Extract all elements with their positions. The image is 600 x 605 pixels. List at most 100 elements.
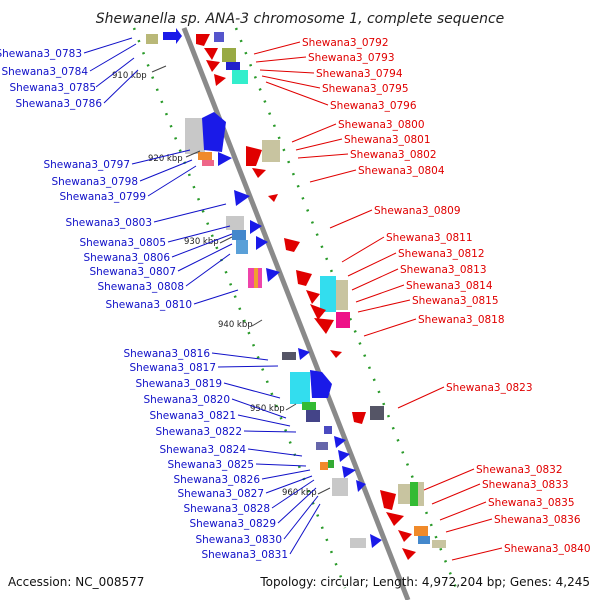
gene-label[interactable]: Shewana3_0809 (374, 205, 461, 217)
gene-0818b[interactable] (330, 350, 342, 358)
gene-label[interactable]: Shewana3_0799 (59, 191, 146, 203)
gene-0821[interactable] (306, 410, 320, 422)
gene-label[interactable]: Shewana3_0825 (167, 459, 254, 471)
gene-0795[interactable] (226, 62, 240, 70)
gene-0809[interactable] (284, 238, 300, 252)
gene-0784[interactable] (163, 28, 182, 44)
gene-0812[interactable] (320, 276, 336, 312)
gene-0825[interactable] (338, 450, 350, 462)
gene-0840[interactable] (402, 548, 416, 560)
gene-0829[interactable] (356, 480, 366, 492)
gene-0816[interactable] (282, 352, 296, 360)
gene-label[interactable]: Shewana3_0795 (322, 83, 409, 95)
gene-label[interactable]: Shewana3_0803 (65, 217, 152, 229)
gene-label[interactable]: Shewana3_0793 (308, 52, 395, 64)
gene-0830[interactable] (350, 538, 366, 548)
gene-0794b[interactable] (206, 60, 220, 72)
gene-0814[interactable] (306, 290, 320, 304)
gene-label[interactable]: Shewana3_0814 (406, 280, 493, 292)
gene-label[interactable]: Shewana3_0829 (189, 518, 276, 530)
gene-label[interactable]: Shewana3_0822 (155, 426, 242, 438)
gene-label[interactable]: Shewana3_0796 (330, 100, 417, 112)
gene-label[interactable]: Shewana3_0836 (494, 514, 581, 526)
gene-0826b[interactable] (328, 460, 334, 468)
gene-label[interactable]: Shewana3_0801 (344, 134, 431, 146)
gene-0824[interactable] (316, 442, 328, 450)
gene-label[interactable]: Shewana3_0818 (418, 314, 505, 326)
gene-label[interactable]: Shewana3_0824 (159, 444, 246, 456)
gene-0822[interactable] (324, 426, 332, 434)
gene-label[interactable]: Shewana3_0805 (79, 237, 166, 249)
gene-0833[interactable] (410, 482, 418, 506)
gene-0836c[interactable] (398, 530, 412, 542)
gene-0799b[interactable] (202, 160, 214, 166)
gene-0835[interactable] (386, 512, 404, 526)
gene-0840b[interactable] (432, 540, 446, 548)
gene-label[interactable]: Shewana3_0820 (143, 394, 230, 406)
gene-0813[interactable] (336, 280, 348, 310)
gene-0819[interactable] (290, 372, 310, 404)
gene-0810[interactable] (266, 268, 280, 282)
gene-0800[interactable] (262, 140, 280, 162)
gene-label[interactable]: Shewana3_0827 (177, 488, 264, 500)
gene-label[interactable]: Shewana3_0833 (482, 479, 569, 491)
gene-label[interactable]: Shewana3_0832 (476, 464, 563, 476)
gene-0818[interactable] (314, 318, 334, 334)
gene-0815[interactable] (310, 304, 326, 320)
gene-label[interactable]: Shewana3_0826 (173, 474, 260, 486)
gene-0799a[interactable] (198, 152, 212, 160)
gene-0819b[interactable] (310, 370, 332, 398)
gene-0803[interactable] (234, 190, 250, 206)
gene-label[interactable]: Shewana3_0831 (201, 549, 288, 561)
gene-0832[interactable] (398, 484, 410, 504)
gene-0801[interactable] (246, 146, 262, 166)
gene-label[interactable]: Shewana3_0783 (0, 48, 82, 60)
gene-label[interactable]: Shewana3_0819 (135, 378, 222, 390)
gene-label[interactable]: Shewana3_0810 (105, 299, 192, 311)
gene-0796[interactable] (232, 70, 248, 84)
gene-label[interactable]: Shewana3_0798 (51, 176, 138, 188)
gene-0832b[interactable] (380, 490, 396, 510)
gene-0823[interactable] (352, 412, 366, 424)
gene-0826[interactable] (320, 462, 328, 470)
gene-0804[interactable] (268, 194, 278, 202)
gene-0805b[interactable] (250, 220, 262, 234)
gene-0824b[interactable] (334, 436, 346, 448)
gene-label[interactable]: Shewana3_0816 (123, 348, 210, 360)
gene-label[interactable]: Shewana3_0811 (386, 232, 473, 244)
gene-label[interactable]: Shewana3_0804 (358, 165, 445, 177)
gene-0793[interactable] (204, 48, 218, 60)
gene-label[interactable]: Shewana3_0785 (9, 82, 96, 94)
gene-0823b[interactable] (370, 406, 384, 420)
gene-label[interactable]: Shewana3_0840 (504, 543, 591, 555)
gene-0827[interactable] (342, 466, 356, 478)
gene-0836b[interactable] (418, 536, 430, 544)
gene-label[interactable]: Shewana3_0823 (446, 382, 533, 394)
gene-label[interactable]: Shewana3_0828 (183, 503, 270, 515)
gene-label[interactable]: Shewana3_0812 (398, 248, 485, 260)
gene-0800l[interactable] (218, 152, 232, 166)
gene-label[interactable]: Shewana3_0821 (149, 410, 236, 422)
gene-0792a[interactable] (196, 34, 210, 46)
gene-label[interactable]: Shewana3_0806 (83, 252, 170, 264)
gene-0796b[interactable] (214, 74, 226, 86)
gene-0836[interactable] (414, 526, 428, 536)
gene-label[interactable]: Shewana3_0808 (97, 281, 184, 293)
gene-0817[interactable] (298, 348, 310, 360)
gene-label[interactable]: Shewana3_0786 (15, 98, 102, 110)
gene-label[interactable]: Shewana3_0792 (302, 37, 389, 49)
gene-0798[interactable] (202, 112, 226, 152)
gene-label[interactable]: Shewana3_0815 (412, 295, 499, 307)
gene-0794[interactable] (222, 48, 236, 62)
gene-0828[interactable] (332, 478, 348, 496)
gene-label[interactable]: Shewana3_0835 (488, 497, 575, 509)
gene-label[interactable]: Shewana3_0794 (316, 68, 403, 80)
gene-0831[interactable] (370, 534, 382, 548)
gene-label[interactable]: Shewana3_0802 (350, 149, 437, 161)
gene-0820[interactable] (302, 402, 316, 410)
gene-label[interactable]: Shewana3_0800 (338, 119, 425, 131)
gene-0783[interactable] (146, 34, 158, 44)
gene-label[interactable]: Shewana3_0797 (43, 159, 130, 171)
gene-0797[interactable] (185, 118, 205, 154)
gene-0815b[interactable] (336, 312, 350, 328)
